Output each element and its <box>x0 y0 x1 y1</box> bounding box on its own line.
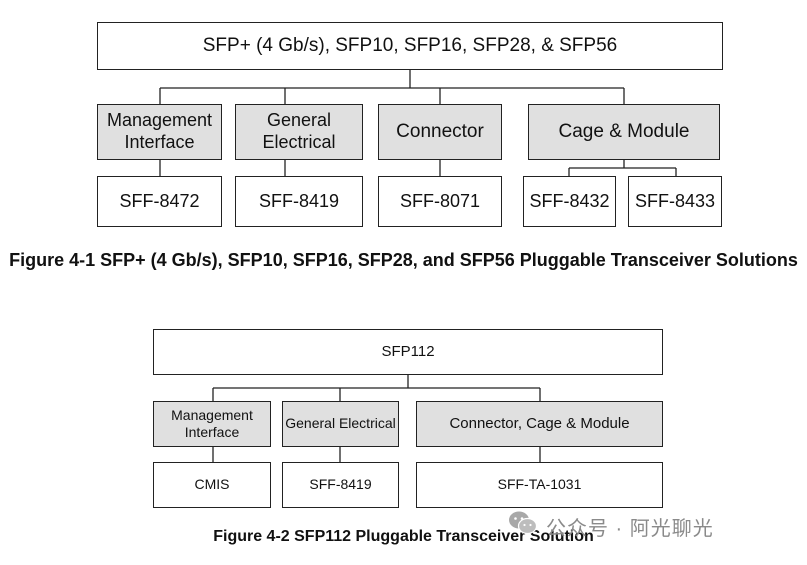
fig1-category-general-electrical: General Electrical <box>235 104 363 160</box>
fig2-category-general-electrical: General Electrical <box>282 401 399 447</box>
fig1-spec-box: SFF-8071 <box>378 176 502 227</box>
fig2-spec-box: SFF-TA-1031 <box>416 462 663 508</box>
fig2-root-box: SFP112 <box>153 329 663 375</box>
fig1-spec-box: SFF-8433 <box>628 176 722 227</box>
fig2-spec-box: CMIS <box>153 462 271 508</box>
fig1-spec-box: SFF-8419 <box>235 176 363 227</box>
fig2-category-management-interface: Management Interface <box>153 401 271 447</box>
fig1-category-management-interface: Management Interface <box>97 104 222 160</box>
figure-2-caption: Figure 4-2 SFP112 Pluggable Transceiver … <box>213 528 594 545</box>
fig1-category-cage-module: Cage & Module <box>528 104 720 160</box>
fig1-category-connector: Connector <box>378 104 502 160</box>
wechat-logo-icon <box>508 510 538 542</box>
fig2-spec-box: SFF-8419 <box>282 462 399 508</box>
fig2-category-connector-cage-module: Connector, Cage & Module <box>416 401 663 447</box>
watermark-text: 公众号 · 阿光聊光 <box>546 517 714 540</box>
fig1-spec-box: SFF-8432 <box>523 176 616 227</box>
fig1-root-box: SFP+ (4 Gb/s), SFP10, SFP16, SFP28, & SF… <box>97 22 723 70</box>
figure-1-caption: Figure 4-1 SFP+ (4 Gb/s), SFP10, SFP16, … <box>9 250 798 270</box>
watermark: 公众号 · 阿光聊光 <box>508 510 714 542</box>
fig1-spec-box: SFF-8472 <box>97 176 222 227</box>
